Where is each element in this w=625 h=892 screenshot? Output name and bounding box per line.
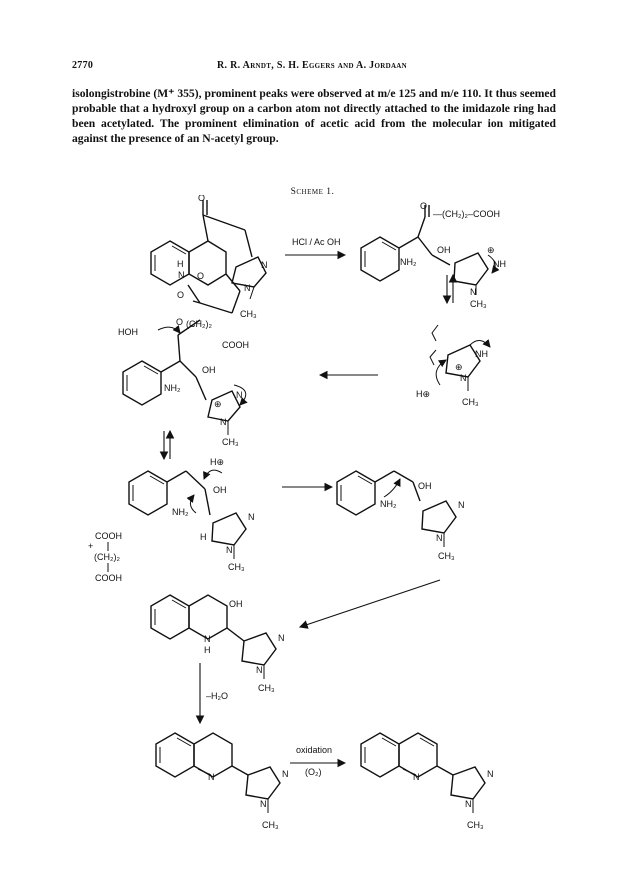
label-n-4a: N <box>236 390 243 400</box>
label-n-9a: N <box>487 769 494 779</box>
structure-cyclisation <box>336 470 457 547</box>
label-h-7: H <box>204 645 211 655</box>
label-ch3-5: CH₃ <box>228 562 245 572</box>
structure-enol-amine <box>128 469 247 559</box>
label-ch3-9: CH₃ <box>467 820 484 830</box>
label-n-8b: N <box>260 799 267 809</box>
scheme-title: Scheme 1. <box>290 187 335 197</box>
body-text: isolongistrobine (M⁺ 355), prominent pea… <box>72 86 556 146</box>
label-n-8: N <box>208 772 215 782</box>
label-n-7b: N <box>256 665 263 675</box>
label-o-top: O <box>198 195 205 203</box>
label-hplus-3: H⊕ <box>416 389 430 399</box>
label-oh-4: OH <box>202 365 216 375</box>
label-n-3: N <box>460 373 467 383</box>
label-nh-2: NH <box>493 259 506 269</box>
label-ch3-7: CH₃ <box>258 683 275 693</box>
structure-dihydroquinoline <box>155 732 281 813</box>
label-plus-3: ⊕ <box>455 362 463 372</box>
label-oh-6: OH <box>418 481 432 491</box>
label-h: H <box>177 259 184 269</box>
label-ch3: CH₃ <box>240 309 257 319</box>
label-hplus-5: H⊕ <box>210 457 224 467</box>
label-n-7a: N <box>278 633 285 643</box>
page-header: 2770 R. R. Arndt, S. H. Eggers and A. Jo… <box>72 60 552 76</box>
byproduct-plus: + <box>88 541 93 551</box>
label-hoh: HOH <box>118 327 138 337</box>
label-n-5b: N <box>226 545 233 555</box>
label-oh-2: OH <box>437 245 451 255</box>
label-nh2-5: NH₂ <box>172 507 189 517</box>
label-n-9b: N <box>465 799 472 809</box>
label-reagent-hcl: HCl / Ac OH <box>292 237 341 247</box>
byproduct-cooh-2: COOH <box>95 573 122 583</box>
label-h-5: H <box>200 532 207 542</box>
structure-quinoline-product <box>360 732 486 813</box>
label-n-imidazole: N <box>261 260 268 270</box>
label-n: N <box>178 270 185 280</box>
label-o-ring: O <box>197 271 204 281</box>
label-ch3-4: CH₃ <box>222 437 239 447</box>
label-oh-7: OH <box>229 599 243 609</box>
body-paragraph: isolongistrobine (M⁺ 355), prominent pea… <box>72 87 556 145</box>
label-o-lactam: O <box>177 290 184 300</box>
label-n-4b: N <box>220 417 227 427</box>
label-o-acid: O <box>420 201 427 211</box>
label-cooh-4: COOH <box>222 340 249 350</box>
label-ch3-6: CH₃ <box>438 551 455 561</box>
byproduct-cooh-1: COOH <box>95 531 122 541</box>
label-n-9: N <box>413 772 420 782</box>
label-n-5a: N <box>248 512 255 522</box>
label-o-4: O <box>176 317 183 327</box>
label-n-6a: N <box>458 500 465 510</box>
label-ch3-3: CH₃ <box>462 397 479 407</box>
structure-hydrolysis-intermediate <box>122 319 248 435</box>
label-oh-5: OH <box>213 485 227 495</box>
reaction-arrow-diagonal <box>298 579 441 629</box>
label-ch3-8: CH₃ <box>262 820 279 830</box>
label-n-methyl: N <box>244 283 251 293</box>
structure-imidazolium <box>429 324 491 391</box>
label-nh2-4: NH₂ <box>164 383 181 393</box>
label-ch3-2: CH₃ <box>470 299 487 309</box>
label-n-8a: N <box>282 769 289 779</box>
label-reagent-oxidation: oxidation <box>296 745 332 755</box>
running-head: R. R. Arndt, S. H. Eggers and A. Jordaan <box>216 60 408 71</box>
byproduct-chain: (CH₂)₂ <box>94 552 120 562</box>
label-n-2: N <box>470 287 477 297</box>
label-n-6b: N <box>436 533 443 543</box>
label-plus-4: ⊕ <box>214 399 222 409</box>
label-reagent-oxidation-agent: (O₂) <box>305 767 322 777</box>
label-plus-2: ⊕ <box>487 245 495 255</box>
label-nh2-2: NH₂ <box>400 257 417 267</box>
label-n-7: N <box>204 634 211 644</box>
reaction-scheme: O H N O O N N CH₃ HCl / Ac OH O —(CH₂)₂–… <box>88 195 506 830</box>
label-chain-4: (CH₂)₂ <box>186 319 212 329</box>
page-number: 2770 <box>72 60 94 71</box>
structure-ring-opened <box>360 205 500 295</box>
structure-isolongistrobine <box>150 200 267 314</box>
structure-carbinolamine <box>150 594 277 679</box>
label-chain-top: —(CH₂)₂–COOH <box>433 209 500 219</box>
label-nh2-6: NH₂ <box>380 499 397 509</box>
label-reagent-dehydration: –H₂O <box>206 691 228 701</box>
label-nh-3: NH <box>475 349 488 359</box>
